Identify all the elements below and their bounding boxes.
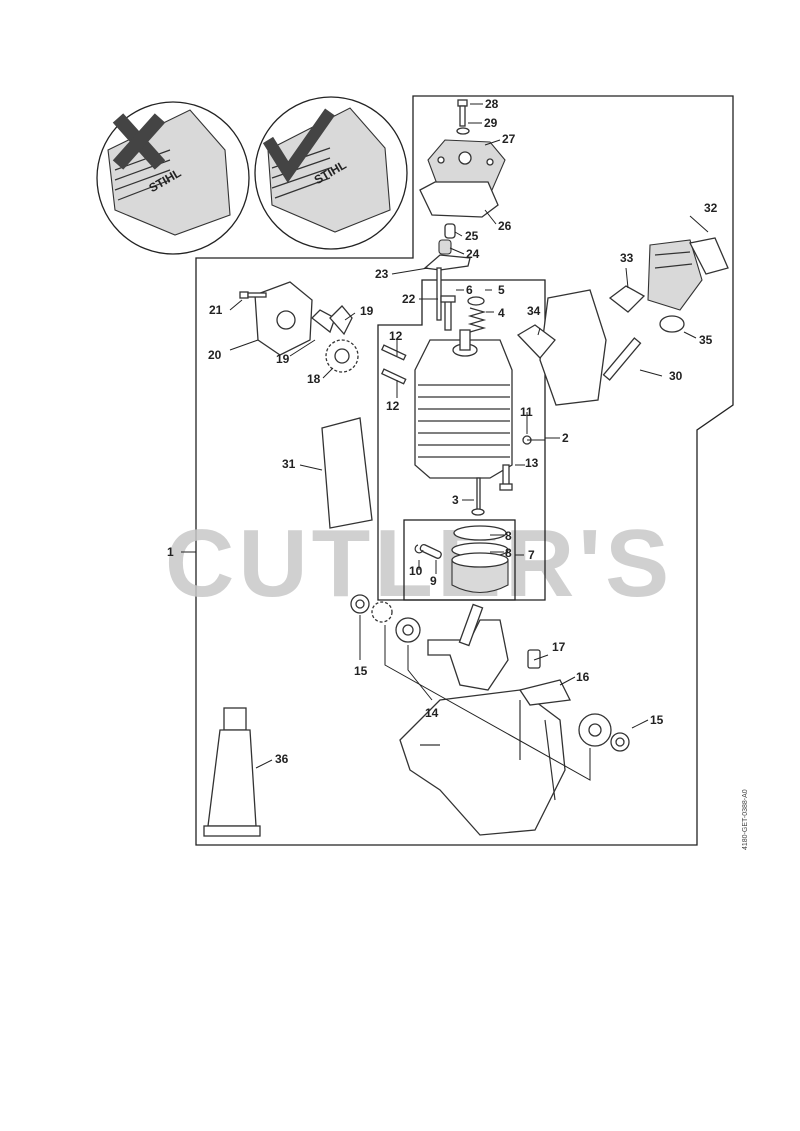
- part-screw-28: [457, 99, 468, 127]
- part-lever-19: [311, 305, 353, 336]
- part-gear-18: [325, 339, 359, 373]
- part-stud-6: [440, 295, 456, 331]
- label-10: 10: [409, 564, 423, 578]
- label-19a: 19: [360, 304, 374, 318]
- diagram-frame: [195, 95, 734, 846]
- part-sleeve-24: [438, 239, 452, 255]
- part-crankshaft: [427, 603, 509, 691]
- part-circlip-10: [414, 544, 424, 554]
- check-mark-icon: [262, 108, 335, 183]
- part-cover-20: [254, 281, 313, 356]
- cross-mark-icon: [112, 113, 166, 170]
- part-fitting-35: [659, 315, 685, 333]
- part-gasket-33: [608, 285, 646, 313]
- part-valve-3: [471, 477, 485, 516]
- label-26: 26: [498, 219, 512, 233]
- label-5: 5: [498, 283, 505, 297]
- label-28: 28: [485, 97, 499, 111]
- part-screw-13: [499, 464, 513, 491]
- watermark: CUTLER'S: [165, 510, 673, 617]
- label-15a: 15: [354, 664, 368, 678]
- part-gear-crank: [371, 601, 393, 623]
- label-6: 6: [466, 283, 473, 297]
- part-gasket-31: [321, 417, 373, 529]
- label-32: 32: [704, 201, 718, 215]
- part-piston-pin-9: [419, 543, 442, 559]
- label-1: 1: [167, 545, 174, 559]
- label-31: 31: [282, 457, 296, 471]
- label-27: 27: [502, 132, 516, 146]
- part-gasket-26: [419, 181, 499, 218]
- label-34: 34: [527, 304, 541, 318]
- label-21: 21: [209, 303, 223, 317]
- label-22: 22: [402, 292, 416, 306]
- part-carburetor: [647, 239, 703, 311]
- label-12b: 12: [386, 399, 400, 413]
- part-manifold: [539, 289, 607, 406]
- part-gasket-34: [516, 324, 556, 359]
- label-33: 33: [620, 251, 634, 265]
- part-rocker-23: [423, 254, 471, 271]
- label-29: 29: [484, 116, 498, 130]
- label-14: 14: [425, 706, 439, 720]
- part-gasket-32: [689, 237, 729, 275]
- label-9: 9: [430, 574, 437, 588]
- label-15b: 15: [650, 713, 664, 727]
- label-8b: 8: [505, 546, 512, 560]
- part-pushrod-22: [436, 267, 442, 321]
- cylinder-group-frame: [377, 279, 546, 601]
- part-bearing-14-right: [578, 713, 612, 747]
- wrong-assembly-view: STIHL: [96, 101, 250, 255]
- piston-group-frame: [403, 519, 516, 601]
- label-24: 24: [466, 247, 480, 261]
- label-7: 7: [528, 548, 535, 562]
- part-spring-4: [467, 307, 487, 333]
- part-valve-cap-5: [467, 296, 485, 306]
- label-12a: 12: [389, 329, 403, 343]
- part-screw-21: [239, 291, 267, 299]
- part-pins-12: [380, 344, 407, 385]
- part-sleeve-25: [444, 223, 456, 239]
- label-3: 3: [452, 493, 459, 507]
- label-8a: 8: [505, 529, 512, 543]
- label-30: 30: [669, 369, 683, 383]
- label-20: 20: [208, 348, 222, 362]
- label-19b: 19: [276, 352, 290, 366]
- part-hose-30: [602, 337, 642, 381]
- part-piston-7: [451, 552, 509, 594]
- part-washer-29: [456, 127, 470, 135]
- part-bearing-14-left: [395, 617, 421, 643]
- document-code: 4180-GET-0388-A0: [742, 789, 749, 850]
- part-crankcase-16: [399, 679, 571, 836]
- label-25: 25: [465, 229, 479, 243]
- part-clip-17: [527, 649, 541, 669]
- correct-assembly-view: STIHL: [254, 96, 408, 250]
- part-bearing-15-right: [610, 732, 630, 752]
- label-36: 36: [275, 752, 289, 766]
- label-35: 35: [699, 333, 713, 347]
- part-bearing-15-left: [350, 594, 370, 614]
- label-18: 18: [307, 372, 321, 386]
- label-11: 11: [520, 405, 533, 419]
- part-number-labels: 1 2 3 4 5 6 7 8 8 9 10 11 12 12 13 14 15…: [167, 97, 718, 766]
- label-13: 13: [525, 456, 539, 470]
- part-cylinder-2: [414, 329, 513, 479]
- label-23: 23: [375, 267, 389, 281]
- label-2: 2: [562, 431, 569, 445]
- leader-lines: [181, 103, 709, 781]
- label-17: 17: [552, 640, 566, 654]
- part-grease-tube-36: [203, 707, 261, 837]
- label-4: 4: [498, 306, 505, 320]
- part-cover-27: [427, 139, 506, 193]
- label-16: 16: [576, 670, 590, 684]
